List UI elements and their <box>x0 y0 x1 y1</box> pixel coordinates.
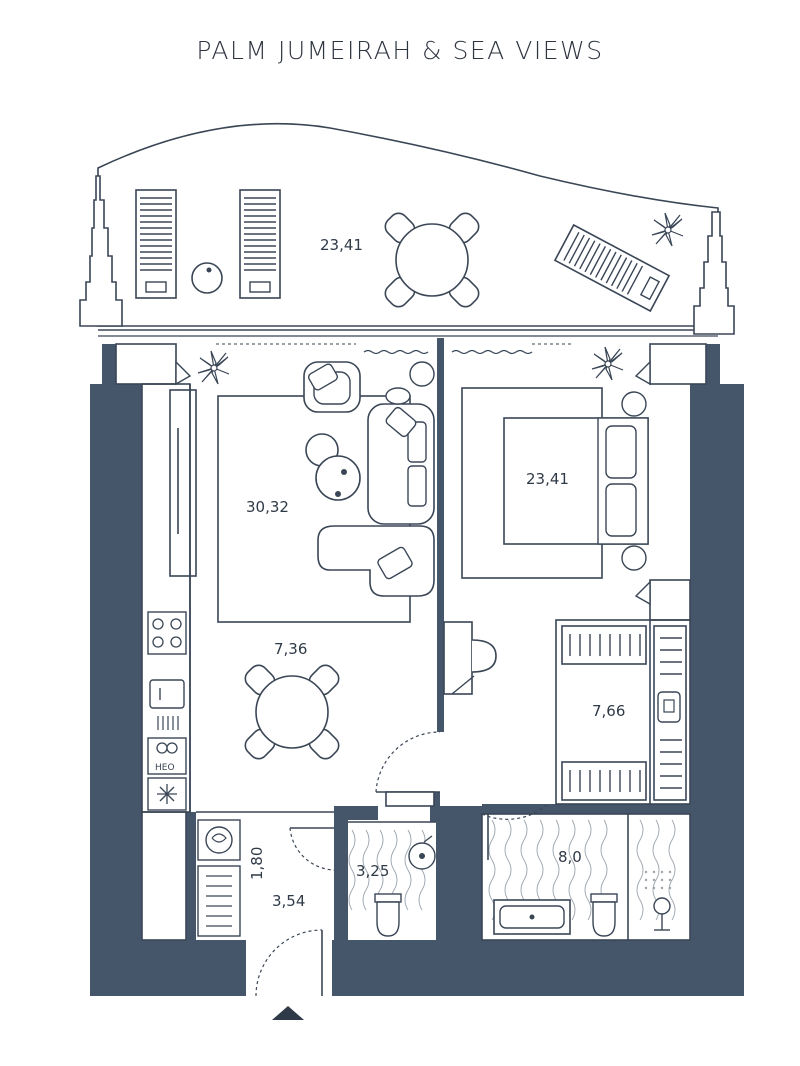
armchair-icon <box>303 361 361 413</box>
room-area-terrace: 23,41 <box>320 236 363 254</box>
sun-lounger-icon <box>135 189 177 299</box>
shelf-icon <box>197 865 241 937</box>
room-area-corridor: 1,80 <box>248 847 266 880</box>
dining-table-icon <box>240 660 344 764</box>
toilet-icon <box>590 893 618 937</box>
iron-board-icon <box>657 691 681 723</box>
palm-plant-icon <box>591 346 624 381</box>
shower-icon <box>644 870 672 931</box>
room-area-bathroom: 8,0 <box>558 848 582 866</box>
washbasin-icon <box>408 835 436 870</box>
desk-icon <box>443 621 497 695</box>
dining-table-icon <box>380 208 484 312</box>
entrance-arrow-icon <box>272 1006 304 1020</box>
hangers-icon <box>569 634 682 792</box>
room-area-wardrobe: 7,66 <box>592 702 625 720</box>
stove-icon <box>147 611 187 655</box>
plan-title: PALM JUMEIRAH & SEA VIEWS <box>196 36 604 65</box>
coffee-table-icon <box>305 433 361 501</box>
fridge-icon <box>147 777 187 811</box>
room-area-hall: 3,54 <box>272 892 305 910</box>
bed-icon <box>503 391 649 571</box>
sink-icon <box>149 679 185 730</box>
sofa-icon <box>367 361 435 525</box>
walls <box>90 338 744 996</box>
room-area-bedroom: 23,41 <box>526 470 569 488</box>
washing-machine-icon <box>197 819 241 861</box>
side-table-icon <box>191 262 223 294</box>
palm-plant-icon <box>197 350 230 385</box>
oven-icon: HEO <box>147 737 187 775</box>
svg-text:HEO: HEO <box>155 763 175 773</box>
toilet-icon <box>374 893 402 937</box>
sun-lounger-icon <box>239 189 281 299</box>
room-area-wc: 3,25 <box>356 862 389 880</box>
room-area-dining: 7,36 <box>274 640 307 658</box>
room-area-living: 30,32 <box>246 498 289 516</box>
bathtub-icon <box>493 899 571 935</box>
sofa-icon <box>317 525 435 597</box>
